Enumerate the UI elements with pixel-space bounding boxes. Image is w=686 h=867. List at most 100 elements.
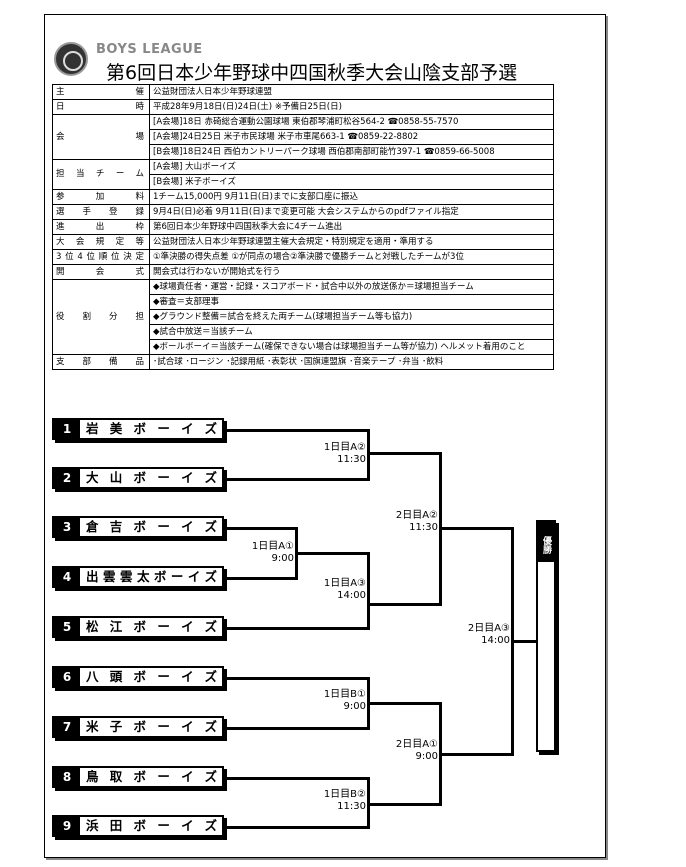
team-number: 5 — [54, 618, 80, 636]
info-value: [A会場]24日25日 米子市民球場 米子市車尾663-1 ☎0859-22-8… — [149, 129, 554, 145]
match-name: 1日目A① — [251, 541, 294, 552]
bracket-line — [224, 677, 368, 680]
match-time: 9:00 — [343, 701, 366, 712]
team-box: 4 出雲雲太ボーイズ — [52, 566, 224, 588]
info-label: 会場 — [52, 114, 150, 160]
team-name: 米子ボーイズ — [86, 719, 218, 734]
bracket-line — [368, 702, 440, 705]
team-name: 大山ボーイズ — [86, 470, 218, 485]
info-row: 日時平成28年9月18日(日)24日(土) ※予備日25日(日) — [52, 99, 554, 115]
match-name: 1日目A③ — [323, 578, 366, 589]
team-name: 鳥取ボーイズ — [86, 769, 218, 784]
info-label: 選手登録 — [52, 204, 150, 220]
team-number: 7 — [54, 718, 80, 736]
info-label: 日時 — [52, 99, 150, 115]
info-row: 会場[A会場]18日 赤碕総合運動公園球場 東伯郡琴浦町松谷564-2 ☎085… — [52, 114, 554, 160]
info-table: 主催公益財団法人日本少年野球連盟日時平成28年9月18日(日)24日(土) ※予… — [52, 84, 554, 370]
info-label: 支部備品 — [52, 354, 150, 370]
team-number: 2 — [54, 469, 80, 487]
league-logo — [54, 42, 88, 76]
bracket-line — [368, 603, 440, 606]
info-value: [A会場] 大山ボーイズ — [149, 159, 554, 175]
team-number: 4 — [54, 568, 80, 586]
bracket-line — [224, 527, 296, 530]
info-label: 3位4位順位決定 — [52, 249, 150, 265]
info-row: 大会規定等公益財団法人日本少年野球連盟主催大会規定・特別規定を適用・準用する — [52, 234, 554, 250]
info-row: 主催公益財団法人日本少年野球連盟 — [52, 84, 554, 100]
match-name: 2日目A③ — [467, 623, 510, 634]
match-time: 9:00 — [271, 553, 294, 564]
bracket-line — [224, 478, 368, 481]
bracket-line — [296, 552, 368, 555]
bracket-line — [224, 627, 368, 630]
team-name: 岩美ボーイズ — [86, 421, 218, 436]
team-number: 9 — [54, 817, 80, 835]
match-name: 1日目A② — [323, 442, 366, 453]
team-number: 3 — [54, 518, 80, 536]
info-value: ①準決勝の得失点差 ①が同点の場合②準決勝で優勝チームと対戦したチームが3位 — [149, 249, 554, 265]
info-label: 役割分担 — [52, 279, 150, 355]
league-name: BOYS LEAGUE — [96, 42, 203, 57]
bracket-line — [368, 452, 440, 455]
bracket-line — [224, 826, 368, 829]
info-label: 進出枠 — [52, 219, 150, 235]
match-time: 11:30 — [409, 522, 438, 533]
team-name: 松江ボーイズ — [86, 619, 218, 634]
match-time: 9:00 — [415, 751, 438, 762]
info-value: ◆グラウンド整備＝試合を終えた両チーム(球場担当チーム等も協力) — [149, 309, 554, 325]
team-box: 8 鳥取ボーイズ — [52, 766, 224, 788]
bracket-line — [224, 429, 368, 432]
match-time: 14:00 — [481, 635, 510, 646]
bracket-line — [224, 577, 296, 580]
info-value: [B会場] 米子ボーイズ — [149, 174, 554, 190]
info-label: 大会規定等 — [52, 234, 150, 250]
team-box: 2 大山ボーイズ — [52, 467, 224, 489]
info-row: 進出枠第6回日本少年野球中四国秋季大会に4チーム進出 — [52, 219, 554, 235]
info-value: 1チーム15,000円 9月11日(日)までに支部口座に振込 — [149, 189, 554, 205]
bracket-line — [224, 727, 368, 730]
team-box: 7 米子ボーイズ — [52, 716, 224, 738]
info-value: ◆試合中放送＝当該チーム — [149, 324, 554, 340]
team-name: 八頭ボーイズ — [86, 669, 218, 684]
team-name: 倉吉ボーイズ — [86, 519, 218, 534]
info-value: ◆ボールボーイ＝当該チーム(確保できない場合は球場担当チーム等が協力) ヘルメッ… — [149, 339, 554, 355]
info-value: 開会式は行わないが開始式を行う — [149, 264, 554, 280]
match-time: 14:00 — [337, 590, 366, 601]
bracket-line — [367, 429, 370, 481]
info-value: 9月4日(日)必着 9月11日(日)まで変更可能 大会システムからのpdfファイ… — [149, 204, 554, 220]
info-row: 担当チーム[A会場] 大山ボーイズ — [52, 159, 554, 190]
match-name: 2日目A② — [395, 510, 438, 521]
champion-label: 優勝 — [538, 522, 554, 562]
match-name: 1日目B② — [323, 789, 366, 800]
info-label: 開会式 — [52, 264, 150, 280]
match-time: 11:30 — [337, 801, 366, 812]
bracket-line — [367, 552, 370, 630]
bracket-line — [224, 777, 368, 780]
team-number: 6 — [54, 668, 80, 686]
match-time: 11:30 — [337, 454, 366, 465]
champion-box: 優勝 — [536, 520, 556, 752]
team-box: 3 倉吉ボーイズ — [52, 516, 224, 538]
info-value: ◆審査＝支部理事 — [149, 294, 554, 310]
team-name: 出雲雲太ボーイズ — [86, 569, 218, 584]
bracket-line — [440, 527, 512, 530]
page-title: 第6回日本少年野球中四国秋季大会山陰支部予選 — [106, 62, 518, 84]
info-row: 開会式開会式は行わないが開始式を行う — [52, 264, 554, 280]
team-box: 5 松江ボーイズ — [52, 616, 224, 638]
info-value: 公益財団法人日本少年野球連盟 — [149, 84, 554, 100]
info-label: 参加料 — [52, 189, 150, 205]
team-number: 8 — [54, 768, 80, 786]
bracket-line — [512, 640, 536, 643]
